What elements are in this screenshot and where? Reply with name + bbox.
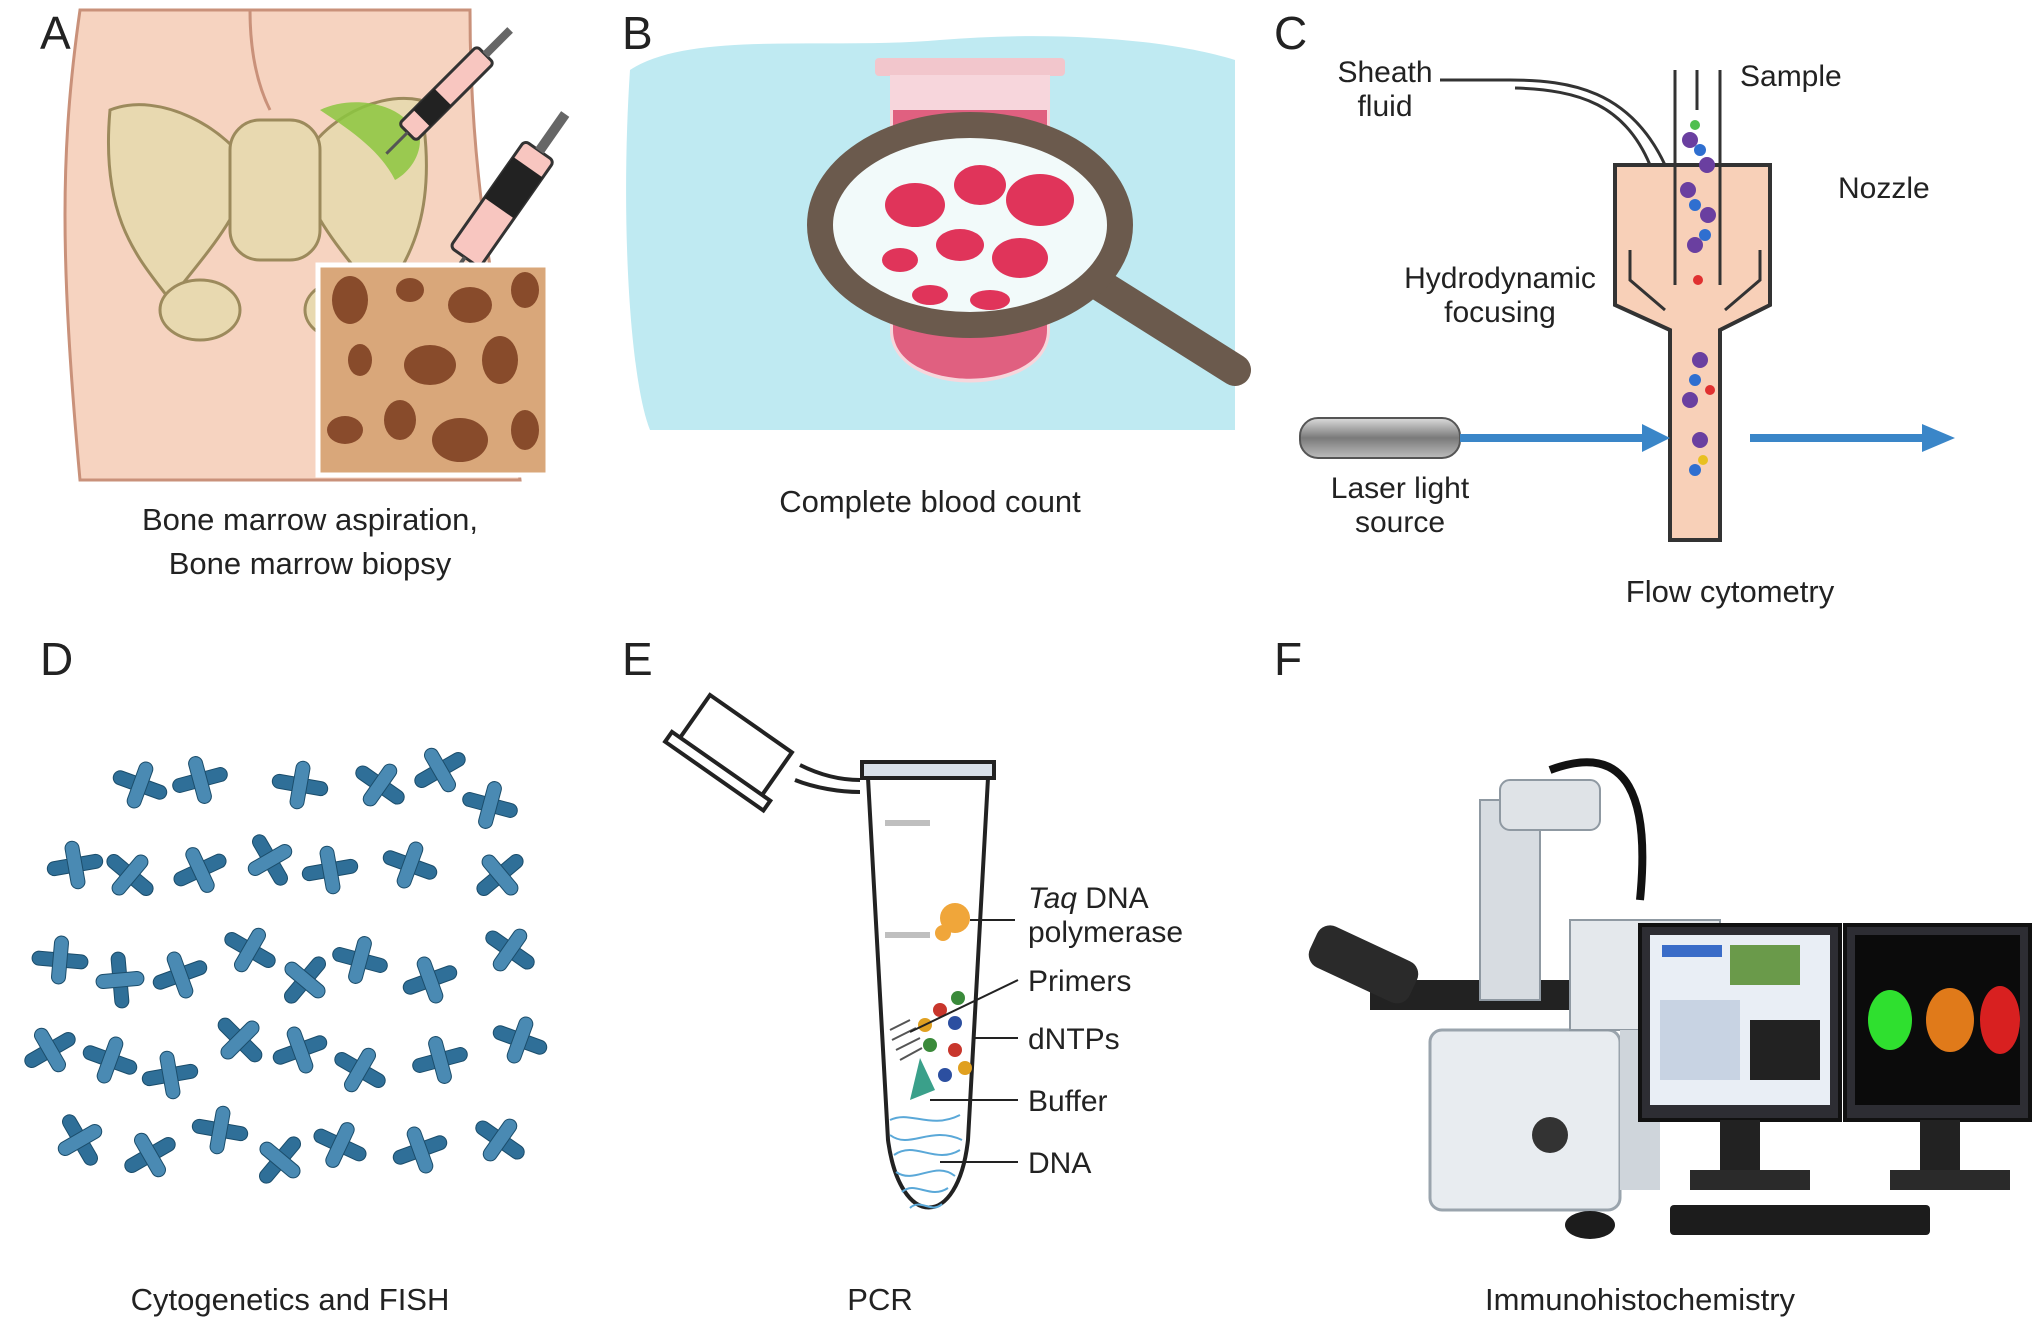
- panel-f: F Immunohistochemistry: [1250, 620, 2032, 1335]
- panel-letter-a: A: [40, 7, 71, 59]
- laser-source-label: Laser light source: [1310, 472, 1490, 540]
- chromosome-icon: [95, 951, 145, 1009]
- dntps-label: dNTPs: [1028, 1023, 1120, 1056]
- caption-line: Bone marrow aspiration,: [142, 502, 478, 537]
- caption-line: Bone marrow biopsy: [168, 546, 452, 581]
- chromosome-icon: [412, 1036, 468, 1084]
- panel-c-caption: Flow cytometry: [1625, 574, 1835, 609]
- chromosome-icon: [382, 841, 438, 889]
- label-line: Hydrodynamic: [1404, 262, 1596, 295]
- chromosome-icon: [152, 951, 208, 999]
- chromosome-icon: [476, 854, 524, 896]
- label-line: source: [1354, 506, 1446, 539]
- panel-letter-e: E: [622, 633, 653, 685]
- chromosome-icon: [355, 763, 405, 807]
- label-line: Sheath: [1337, 56, 1433, 89]
- chromosome-icon: [272, 1026, 328, 1074]
- chromosome-icon: [392, 1126, 448, 1174]
- bone-marrow-illustration: [63, 8, 570, 482]
- label-line: focusing: [1444, 296, 1556, 329]
- chromosome-icon: [112, 761, 168, 809]
- panel-e-caption: PCR: [847, 1282, 913, 1317]
- taq-polymerase-label: Taq DNA polymerase: [1028, 882, 1183, 950]
- chromosome-icon: [217, 1017, 263, 1063]
- panel-a: A: [0, 0, 580, 600]
- chromosome-icon: [334, 1047, 386, 1093]
- chromosome-icon: [191, 1105, 249, 1155]
- panel-letter-b: B: [622, 7, 653, 59]
- panel-c: C: [1270, 0, 2032, 620]
- taq-italic: Taq: [1028, 882, 1077, 915]
- syringe-icon: [385, 27, 513, 155]
- chromosome-icon: [485, 928, 535, 972]
- dna-label: DNA: [1028, 1147, 1092, 1180]
- label-line: polymerase: [1028, 916, 1184, 949]
- chromosome-icon: [259, 1136, 301, 1184]
- chromosome-icon: [475, 1118, 525, 1162]
- pcr-tube-diagram: [662, 692, 1019, 1210]
- chromosome-icon: [31, 935, 89, 985]
- chromosome-icon: [313, 1122, 367, 1168]
- hydrodynamic-focusing-label: Hydrodynamic focusing: [1380, 262, 1620, 330]
- sheath-fluid-label: Sheath fluid: [1310, 56, 1460, 124]
- panel-b: B Complete blood count: [610, 0, 1251, 600]
- label-line: fluid: [1357, 90, 1413, 123]
- chromosome-icon: [57, 1114, 103, 1166]
- chromosome-icon: [247, 834, 293, 886]
- chromosome-icon: [173, 847, 227, 893]
- chromosome-icon: [414, 747, 466, 793]
- chromosome-icon: [106, 854, 154, 896]
- chromosome-icon: [124, 1132, 176, 1178]
- chromosome-icon: [271, 760, 329, 810]
- panel-letter-d: D: [40, 633, 74, 685]
- primers-label: Primers: [1028, 965, 1132, 998]
- panel-e: E: [610, 620, 1230, 1335]
- label-line: Laser light: [1330, 472, 1470, 505]
- chromosome-icon: [46, 840, 104, 890]
- chromosome-icon: [301, 845, 359, 895]
- taq-rest: DNA: [1076, 882, 1149, 915]
- chromosome-spread: [24, 747, 548, 1184]
- chromosome-icon: [141, 1050, 199, 1100]
- chromosome-icon: [24, 1027, 76, 1073]
- chromosome-icon: [224, 927, 276, 973]
- chromosome-icon: [462, 781, 518, 829]
- chromosome-icon: [82, 1036, 138, 1084]
- microscope-workstation-photo: [1308, 758, 2032, 1239]
- chromosome-icon: [284, 956, 326, 1004]
- chromosome-icon: [332, 936, 388, 984]
- chromosome-icon: [492, 1016, 548, 1064]
- sample-label: Sample: [1740, 60, 1842, 93]
- label-line: Taq DNA: [1028, 882, 1183, 916]
- nozzle-label: Nozzle: [1838, 172, 1930, 205]
- panel-d-caption: Cytogenetics and FISH: [130, 1282, 450, 1317]
- panel-letter-c: C: [1274, 7, 1308, 59]
- syringe-icon-2: [440, 111, 570, 292]
- chromosome-icon: [24, 747, 548, 1184]
- panel-f-caption: Immunohistochemistry: [1484, 1282, 1796, 1317]
- flow-cytometry-diagram: [1299, 70, 1955, 542]
- chromosome-icon: [172, 756, 228, 804]
- buffer-label: Buffer: [1028, 1085, 1108, 1118]
- blood-count-illustration: [626, 36, 1251, 430]
- panel-d: D Cytogenetics and FISH: [0, 620, 600, 1335]
- panel-letter-f: F: [1274, 633, 1303, 685]
- panel-a-caption: Bone marrow aspiration, Bone marrow biop…: [60, 498, 560, 586]
- panel-b-caption: Complete blood count: [779, 484, 1081, 519]
- chromosome-icon: [402, 956, 458, 1004]
